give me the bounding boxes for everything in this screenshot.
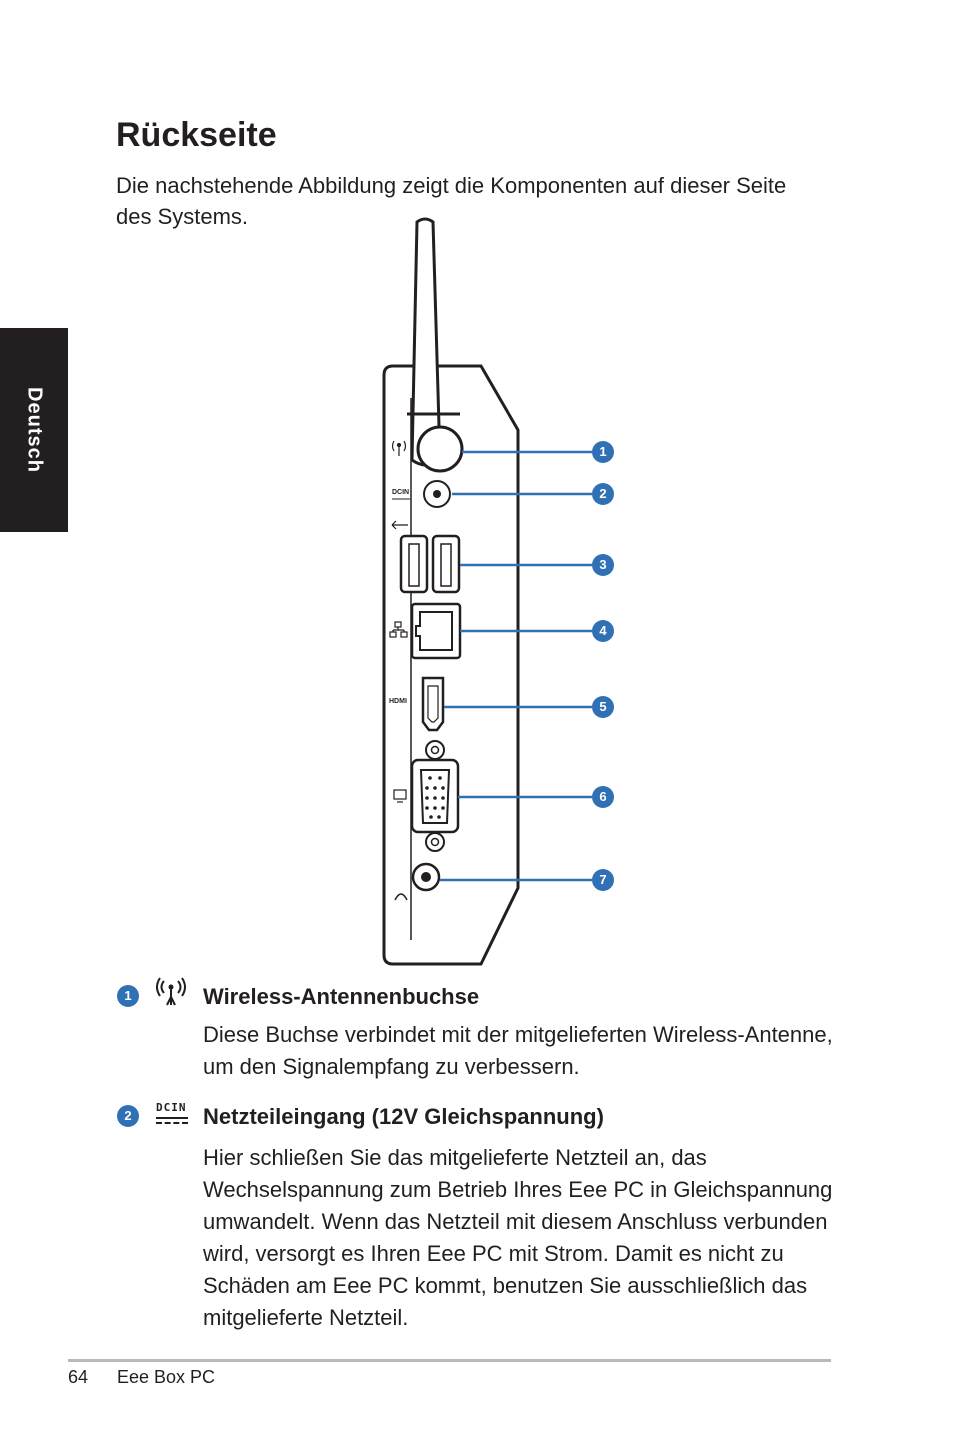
antenna-jack	[416, 425, 464, 473]
page-number: 64	[68, 1367, 89, 1387]
callout-7: 7	[592, 869, 614, 891]
lan-small-icon	[389, 621, 408, 638]
book-title: Eee Box PC	[117, 1367, 216, 1387]
dcin-label: DCIN	[392, 489, 409, 496]
vga-small-icon	[393, 789, 407, 803]
item-number-2: 2	[117, 1105, 139, 1127]
item-body-2: Hier schließen Sie das mitgelieferte Net…	[203, 1145, 833, 1330]
item-heading-2: Netzteileingang (12V Gleichspannung)	[203, 1104, 604, 1129]
dcin-icon-text: DCIN	[156, 1101, 187, 1114]
callout-1: 1	[592, 441, 614, 463]
callout-4: 4	[592, 620, 614, 642]
item-number-1: 1	[117, 985, 139, 1007]
intro-text: Die nachstehende Abbildung zeigt die Kom…	[116, 173, 787, 229]
footer-rule	[68, 1359, 831, 1362]
language-side-tab: Deutsch	[0, 328, 68, 532]
callout-6: 6	[592, 786, 614, 808]
wireless-small-icon	[391, 440, 407, 456]
page-title: Rückseite	[116, 116, 277, 154]
callout-5: 5	[592, 696, 614, 718]
usb-port-left	[399, 534, 429, 594]
item-body-1: Diese Buchse verbindet mit der mitgelief…	[203, 1022, 833, 1079]
hdmi-label: HDMI	[389, 698, 407, 705]
headphone-small-icon	[394, 893, 408, 901]
usb-port-right	[431, 534, 461, 594]
dcin-icon: DCIN	[156, 1102, 190, 1124]
callout-3: 3	[592, 554, 614, 576]
wireless-antenna-icon	[156, 977, 186, 1006]
callout-2: 2	[592, 483, 614, 505]
usb-small-icon	[391, 520, 408, 530]
item-heading-1: Wireless-Antennenbuchse	[203, 984, 480, 1009]
